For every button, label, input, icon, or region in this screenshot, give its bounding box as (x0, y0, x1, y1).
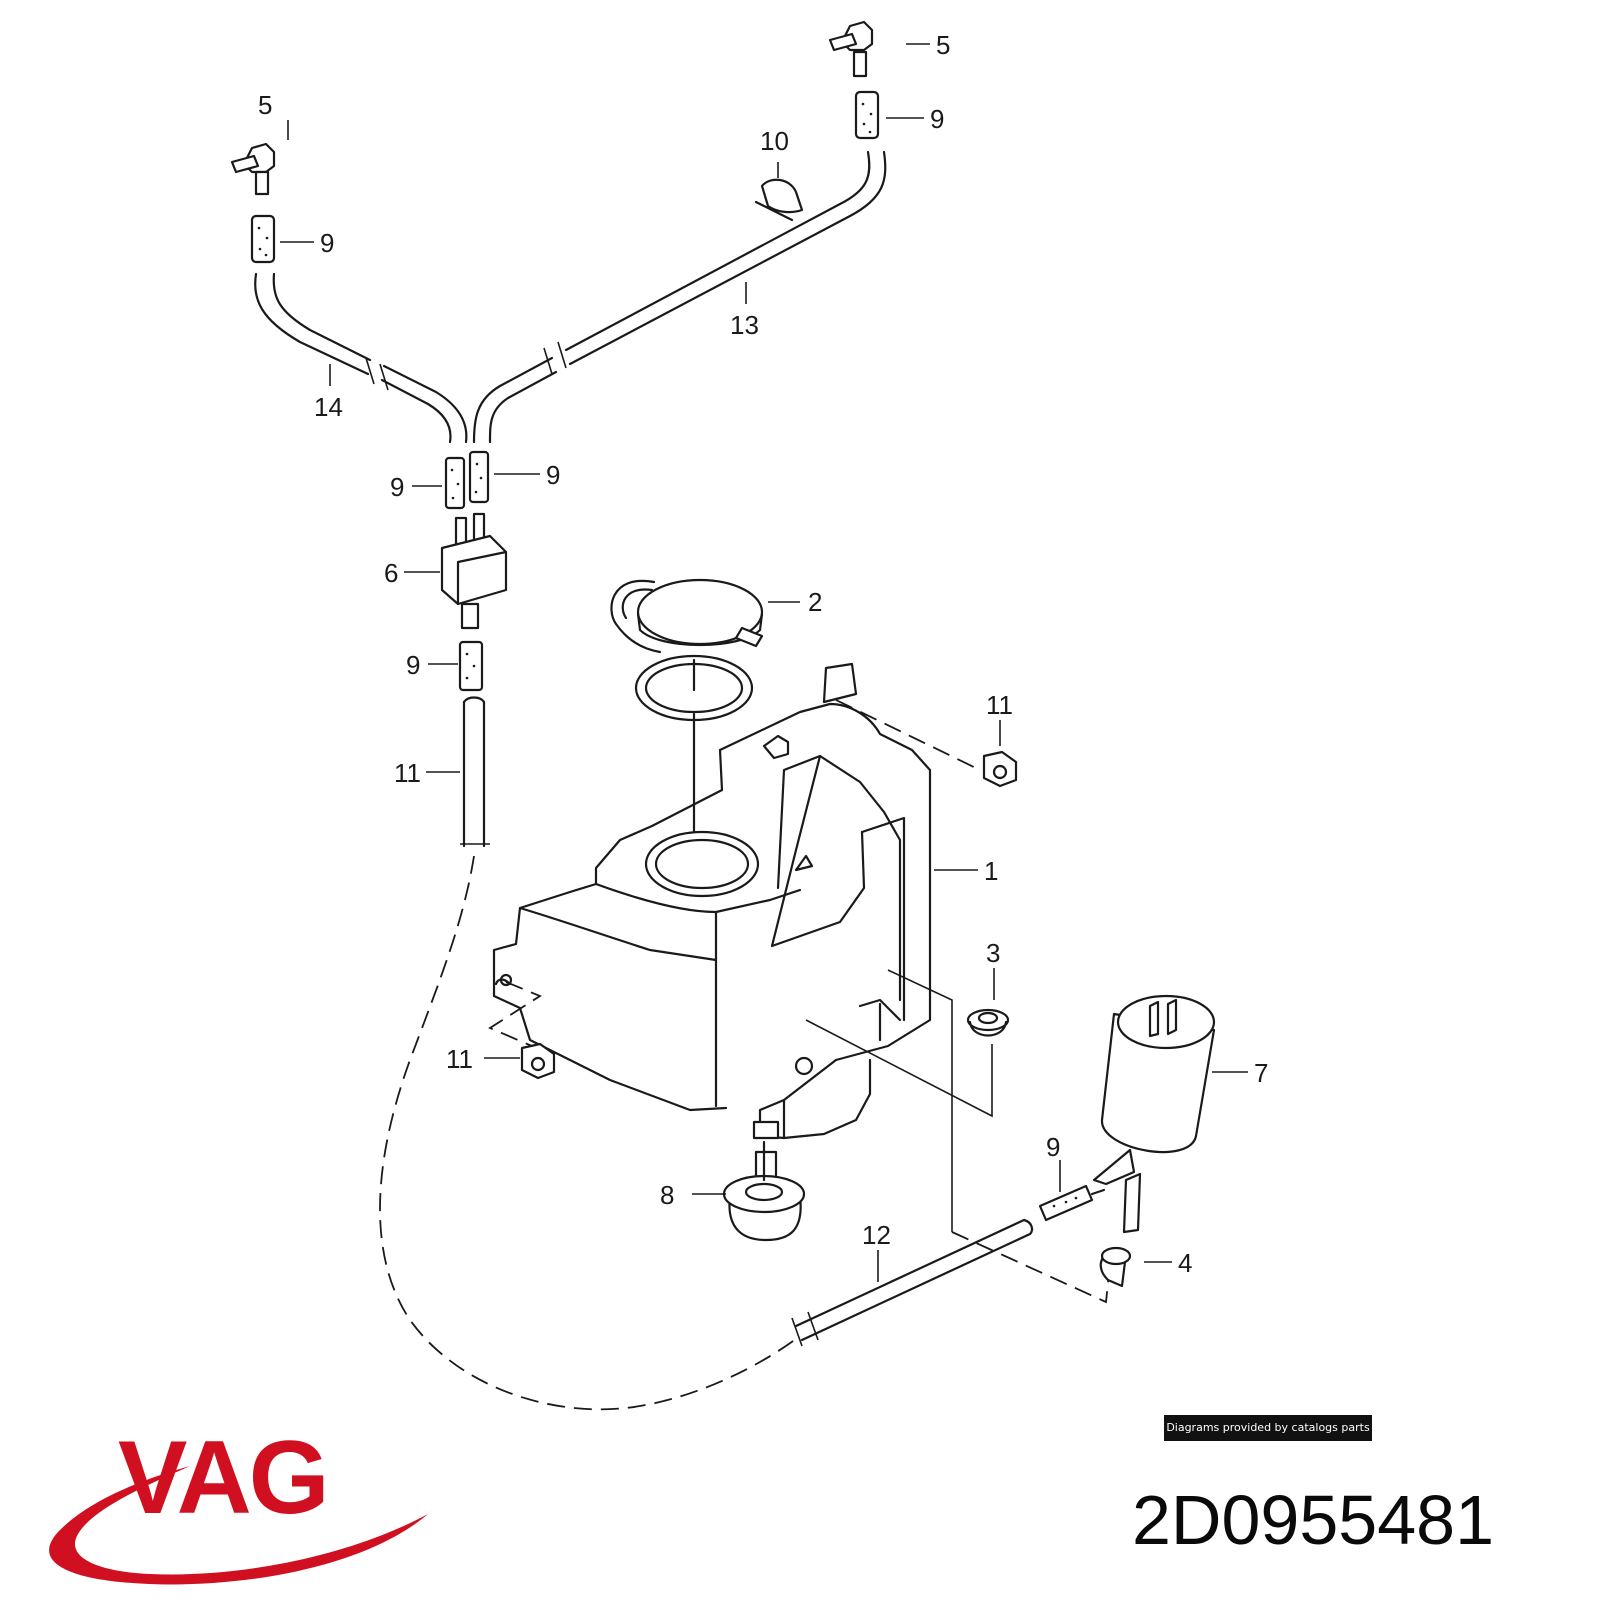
hose-connector-valve (458, 640, 484, 692)
washer-reservoir-1 (492, 662, 932, 1140)
level-sender-grommet-8 (722, 1150, 806, 1242)
callout-labels: 1 2 3 4 5 5 6 7 8 9 9 9 9 9 9 10 11 11 1… (258, 30, 1268, 1278)
diagram-credit-banner: Diagrams provided by catalogs parts (1164, 1415, 1372, 1441)
grommet-assembly-line (805, 1019, 993, 1118)
callout-9c: 9 (390, 472, 404, 502)
hose-clip-10 (754, 178, 804, 222)
callout-10: 10 (760, 126, 789, 156)
callout-11a: 11 (986, 690, 1013, 720)
callout-9e: 9 (406, 650, 420, 680)
brand-logo: VAG (118, 1420, 330, 1536)
callout-11c: 11 (446, 1044, 473, 1074)
callout-14: 14 (314, 392, 343, 422)
callout-7: 7 (1254, 1058, 1268, 1088)
part-number: 2D0955481 (1132, 1481, 1494, 1559)
hose-connector-pump (1038, 1184, 1106, 1222)
leader-lines (280, 43, 1248, 1282)
filler-cap-2 (610, 578, 764, 654)
hose-12 (791, 1218, 1034, 1347)
vag-logo-swoosh (49, 1466, 428, 1585)
non-return-valve-6 (440, 512, 508, 630)
callout-9b: 9 (930, 104, 944, 134)
flange-nut-lower (520, 1042, 556, 1080)
callout-5b: 5 (936, 30, 950, 60)
callout-2: 2 (808, 587, 822, 617)
flange-nut-upper (982, 750, 1018, 788)
hose-connector-left-jet (250, 214, 276, 264)
callout-11b: 11 (394, 758, 421, 788)
washer-jet-left (230, 142, 276, 196)
grommet-3 (966, 1008, 1010, 1037)
pump-assembly-line (887, 969, 953, 1232)
hose-routing-line (379, 855, 801, 1411)
washer-pump-7 (1092, 994, 1216, 1234)
hose-13 (472, 150, 887, 444)
callout-5a: 5 (258, 90, 272, 120)
washer-jet-right (828, 20, 874, 78)
hose-connector-pair (444, 450, 490, 510)
hose-11 (460, 696, 490, 848)
callout-9d: 9 (546, 460, 560, 490)
callout-6: 6 (384, 558, 398, 588)
callout-8: 8 (660, 1180, 674, 1210)
callout-3: 3 (986, 938, 1000, 968)
callout-9a: 9 (320, 228, 334, 258)
nut-assembly-line-lower (488, 981, 542, 1047)
callout-1: 1 (984, 856, 998, 886)
callout-13: 13 (730, 310, 759, 340)
grommet-4 (1099, 1246, 1132, 1288)
callout-4: 4 (1178, 1248, 1192, 1278)
callout-12: 12 (862, 1220, 891, 1250)
hose-connector-right-jet (854, 90, 880, 140)
hose-14 (254, 272, 468, 444)
callout-9f: 9 (1046, 1132, 1060, 1162)
